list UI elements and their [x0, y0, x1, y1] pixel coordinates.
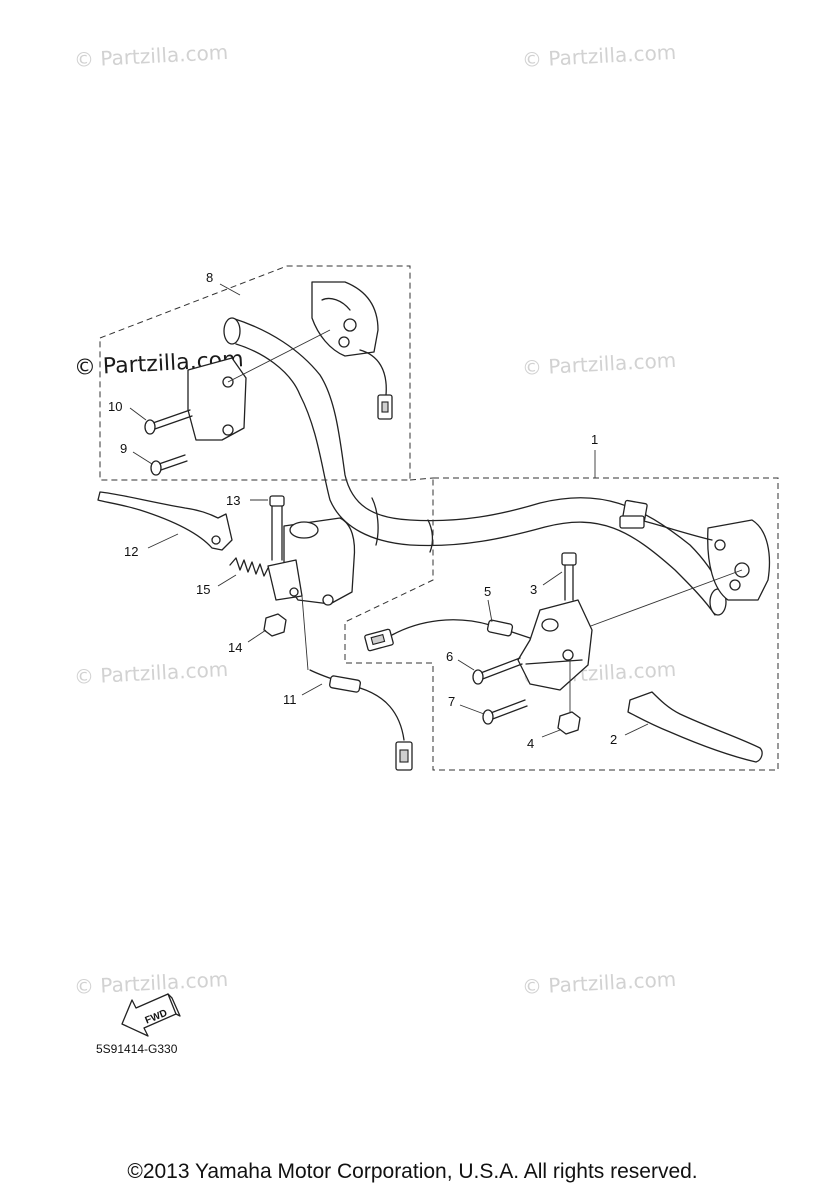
callout-11: 11 [283, 692, 297, 707]
master-cylinder [267, 495, 413, 771]
assembly-outlines [99, 265, 779, 771]
callout-5: 5 [484, 584, 491, 599]
callout-13: 13 [226, 493, 240, 508]
lever-holder [517, 599, 593, 691]
callout-8: 8 [206, 270, 213, 285]
fwd-arrow-icon: FWD [121, 993, 181, 1037]
diagram-code: 5S91414-G330 [96, 1042, 178, 1056]
nut-part-14 [263, 613, 287, 637]
left-handlebar-switch [187, 281, 393, 441]
brake-lever-right [627, 691, 763, 763]
callout-6: 6 [446, 649, 453, 664]
spring-part-15 [229, 557, 269, 577]
callout-12: 12 [124, 544, 138, 559]
copyright-notice: ©2013 Yamaha Motor Corporation, U.S.A. A… [127, 1160, 698, 1183]
callout-9: 9 [120, 441, 127, 456]
callout-3: 3 [530, 582, 537, 597]
screw-part-10 [144, 409, 193, 435]
nut-part-4 [557, 660, 581, 735]
callout-4: 4 [527, 736, 534, 751]
screw-part-9 [150, 454, 188, 476]
callout-1: 1 [591, 432, 598, 447]
screw-part-7 [482, 699, 528, 725]
callout-7: 7 [448, 694, 455, 709]
callout-2: 2 [610, 732, 617, 747]
callout-15: 15 [196, 582, 210, 597]
handlebar [223, 317, 727, 616]
switch-cable-part-5 [364, 619, 531, 652]
callout-14: 14 [228, 640, 242, 655]
callout-10: 10 [108, 399, 122, 414]
screw-part-6 [472, 657, 523, 685]
right-handlebar-switch [579, 499, 771, 631]
brake-lever-left [97, 491, 233, 551]
callouts: 1 2 3 4 5 6 7 8 9 10 11 12 13 14 15 [108, 270, 649, 751]
bolt-part-3 [561, 552, 577, 601]
